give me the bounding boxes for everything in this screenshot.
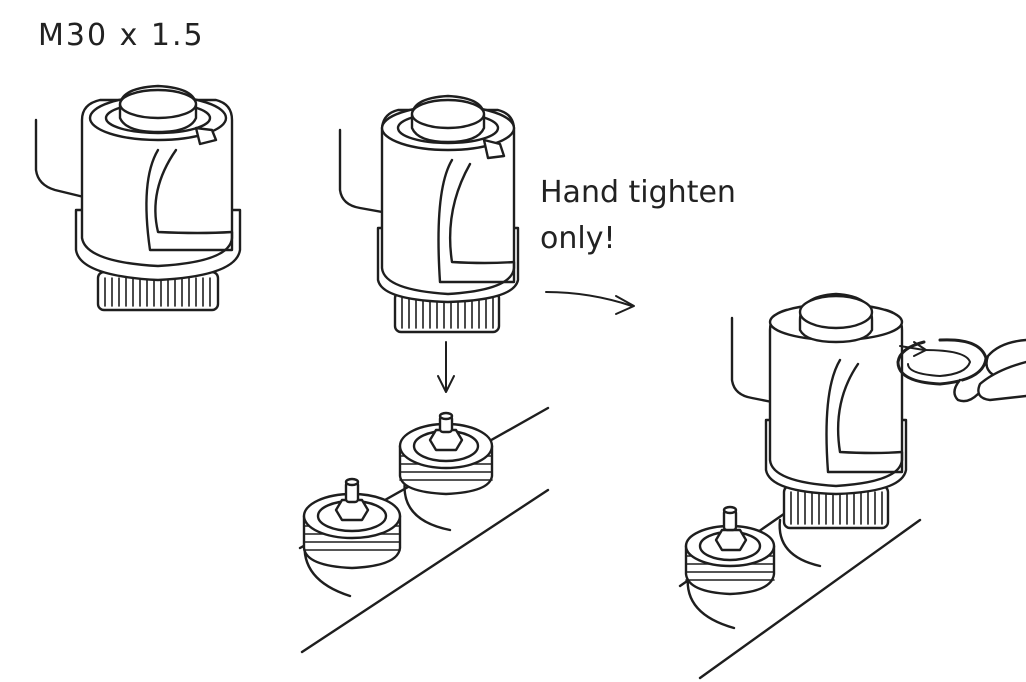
valve-front-icon	[302, 477, 402, 570]
note-line-1: Hand tighten	[540, 175, 736, 210]
hand-tighten-note: Hand tighten only!	[540, 170, 736, 262]
actuator-right-icon	[730, 292, 1026, 530]
note-line-2: only!	[540, 221, 616, 256]
manifold-right-icon	[678, 428, 922, 680]
manifold-left-icon	[298, 406, 550, 654]
hand-icon	[953, 338, 1026, 403]
curved-arrow-icon	[545, 291, 635, 315]
valve-right-icon	[684, 505, 776, 596]
clip-ring-icon	[896, 338, 988, 386]
actuator-left-icon	[34, 84, 242, 312]
actuator-middle-icon	[338, 94, 520, 393]
thread-size-label: M30 x 1.5	[38, 18, 205, 53]
valve-rear-icon	[398, 411, 494, 496]
